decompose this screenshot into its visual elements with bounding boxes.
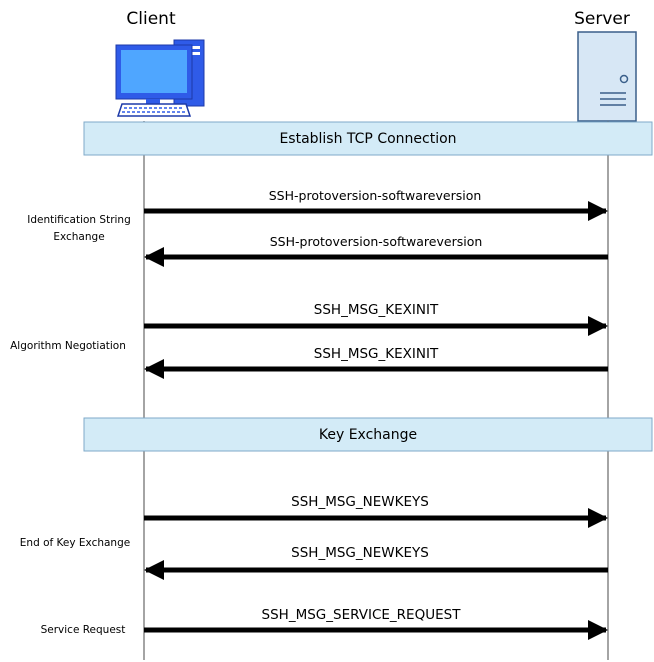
stage-end-of-key-exchange: End of Key Exchange bbox=[20, 537, 130, 549]
message-7: SSH_MSG_SERVICE_REQUEST bbox=[144, 607, 608, 640]
server-tower-icon bbox=[577, 31, 637, 122]
message-label: SSH_MSG_KEXINIT bbox=[314, 302, 439, 318]
message-2: SSH-protoversion-softwareversion bbox=[144, 234, 608, 267]
message-3: SSH_MSG_KEXINIT bbox=[144, 302, 608, 336]
phase-label: Key Exchange bbox=[319, 427, 417, 443]
phase-bar-key-exchange: Key Exchange bbox=[83, 417, 653, 452]
message-label: SSH_MSG_NEWKEYS bbox=[291, 545, 429, 561]
stage-label-line: Exchange bbox=[53, 231, 104, 243]
client-label: Client bbox=[126, 9, 176, 29]
phase-bar-tcp: Establish TCP Connection bbox=[83, 121, 653, 156]
phase-label: Establish TCP Connection bbox=[279, 131, 456, 147]
stage-service-request: Service Request bbox=[41, 624, 126, 636]
message-5: SSH_MSG_NEWKEYS bbox=[144, 494, 608, 528]
message-label: SSH_MSG_KEXINIT bbox=[314, 346, 439, 362]
message-4: SSH_MSG_KEXINIT bbox=[144, 346, 608, 379]
message-label: SSH-protoversion-softwareversion bbox=[270, 234, 483, 249]
message-label: SSH_MSG_NEWKEYS bbox=[291, 494, 429, 510]
message-label: SSH-protoversion-softwareversion bbox=[269, 188, 482, 203]
stage-label-line: Identification String bbox=[27, 214, 131, 226]
message-1: SSH-protoversion-softwareversion bbox=[144, 188, 608, 221]
stage-algorithm-negotiation: Algorithm Negotiation bbox=[10, 340, 126, 352]
message-6: SSH_MSG_NEWKEYS bbox=[144, 545, 608, 580]
desktop-computer-icon bbox=[115, 39, 205, 117]
stage-identification-string-exchange: Identification String Exchange bbox=[27, 214, 131, 243]
message-label: SSH_MSG_SERVICE_REQUEST bbox=[262, 607, 462, 623]
server-label: Server bbox=[574, 9, 630, 29]
